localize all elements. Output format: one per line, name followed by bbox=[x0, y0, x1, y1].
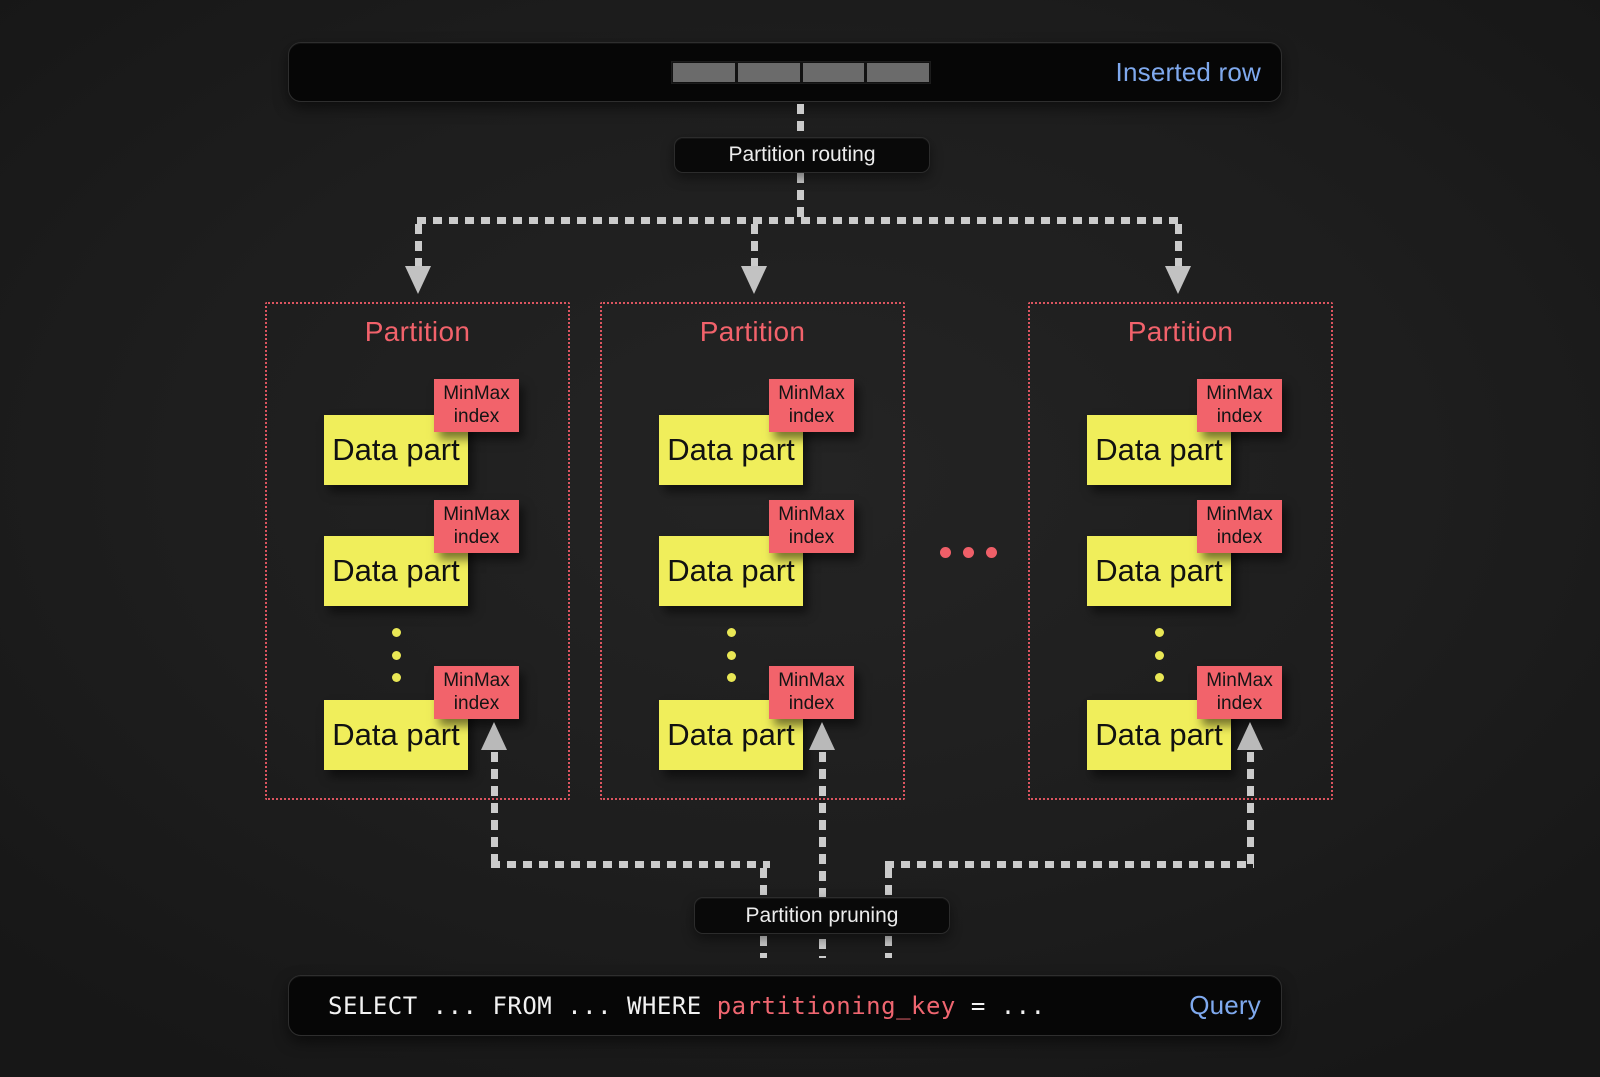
minmax-index-badge: MinMax index bbox=[1197, 379, 1282, 432]
data-part-box: Data part bbox=[1087, 536, 1231, 606]
pruning-line-right bbox=[1247, 752, 1254, 868]
more-parts-ellipsis-icon bbox=[392, 628, 401, 637]
minmax-index-badge: MinMax index bbox=[434, 500, 519, 553]
more-partitions-ellipsis-icon bbox=[963, 547, 974, 558]
query-bar: SELECT ... FROM ... WHERE partitioning_k… bbox=[288, 975, 1282, 1036]
sql-partitioning-key: partitioning_key bbox=[716, 991, 956, 1020]
more-parts-ellipsis-icon bbox=[392, 651, 401, 660]
minmax-index-badge: MinMax index bbox=[769, 500, 854, 553]
minmax-label: MinMax bbox=[778, 383, 845, 405]
minmax-index-badge: MinMax index bbox=[434, 666, 519, 719]
row-cell bbox=[802, 63, 865, 82]
minmax-label: index bbox=[453, 526, 500, 548]
pruning-line-middle bbox=[819, 752, 826, 958]
minmax-label: index bbox=[788, 692, 835, 714]
pruning-line-right bbox=[885, 861, 1254, 868]
partition-routing-label: Partition routing bbox=[674, 137, 930, 173]
partition-pruning-label: Partition pruning bbox=[694, 897, 950, 934]
query-label: Query bbox=[1189, 990, 1261, 1020]
sql-prefix: SELECT ... FROM ... WHERE bbox=[328, 991, 717, 1020]
partition-box-3: Partition MinMax index Data part MinMax … bbox=[1028, 302, 1333, 800]
arrow-down-icon bbox=[405, 266, 431, 294]
data-part-box: Data part bbox=[324, 536, 468, 606]
drop-line-left bbox=[415, 224, 422, 266]
minmax-label: MinMax bbox=[443, 670, 510, 692]
minmax-index-badge: MinMax index bbox=[434, 379, 519, 432]
inserted-row-label: Inserted row bbox=[1115, 56, 1261, 87]
row-cell bbox=[673, 63, 735, 82]
more-partitions-ellipsis-icon bbox=[940, 547, 951, 558]
minmax-index-badge: MinMax index bbox=[1197, 666, 1282, 719]
row-cells-icon bbox=[671, 61, 931, 84]
minmax-label: MinMax bbox=[778, 504, 845, 526]
more-parts-ellipsis-icon bbox=[727, 651, 736, 660]
more-partitions-ellipsis-icon bbox=[986, 547, 997, 558]
arrow-down-icon bbox=[1165, 266, 1191, 294]
row-cell bbox=[737, 63, 800, 82]
routing-connector-line bbox=[797, 104, 804, 137]
minmax-label: index bbox=[453, 405, 500, 427]
minmax-index-badge: MinMax index bbox=[1197, 500, 1282, 553]
minmax-label: MinMax bbox=[443, 504, 510, 526]
minmax-label: MinMax bbox=[1206, 504, 1273, 526]
arrow-up-icon bbox=[809, 722, 835, 750]
data-part-box: Data part bbox=[1087, 700, 1231, 770]
more-parts-ellipsis-icon bbox=[727, 673, 736, 682]
minmax-label: index bbox=[1216, 692, 1263, 714]
partition-box-2: Partition MinMax index Data part MinMax … bbox=[600, 302, 905, 800]
sql-suffix: = ... bbox=[955, 991, 1046, 1020]
inserted-row-bar: Inserted row bbox=[288, 42, 1282, 102]
minmax-label: index bbox=[1216, 526, 1263, 548]
minmax-label: index bbox=[453, 692, 500, 714]
arrow-up-icon bbox=[481, 722, 507, 750]
more-parts-ellipsis-icon bbox=[1155, 628, 1164, 637]
minmax-label: MinMax bbox=[443, 383, 510, 405]
row-cell bbox=[867, 63, 929, 82]
distribution-line bbox=[417, 217, 1178, 224]
more-parts-ellipsis-icon bbox=[392, 673, 401, 682]
minmax-label: index bbox=[1216, 405, 1263, 427]
minmax-label: MinMax bbox=[778, 670, 845, 692]
partition-title: Partition bbox=[1127, 316, 1234, 347]
pruning-line-left bbox=[491, 752, 498, 868]
more-parts-ellipsis-icon bbox=[1155, 651, 1164, 660]
arrow-down-icon bbox=[741, 266, 767, 294]
partition-box-1: Partition MinMax index Data part MinMax … bbox=[265, 302, 570, 800]
routing-connector-line bbox=[797, 173, 804, 218]
minmax-label: index bbox=[788, 526, 835, 548]
data-part-box: Data part bbox=[324, 700, 468, 770]
partition-title: Partition bbox=[364, 316, 471, 347]
minmax-label: MinMax bbox=[1206, 383, 1273, 405]
more-parts-ellipsis-icon bbox=[727, 628, 736, 637]
partition-title: Partition bbox=[699, 316, 806, 347]
drop-line-middle bbox=[751, 224, 758, 266]
drop-line-right bbox=[1175, 224, 1182, 266]
arrow-up-icon bbox=[1237, 722, 1263, 750]
sql-query-text: SELECT ... FROM ... WHERE partitioning_k… bbox=[328, 992, 1046, 1020]
pruning-line-left bbox=[491, 861, 770, 868]
minmax-label: index bbox=[788, 405, 835, 427]
minmax-index-badge: MinMax index bbox=[769, 379, 854, 432]
minmax-label: MinMax bbox=[1206, 670, 1273, 692]
minmax-index-badge: MinMax index bbox=[769, 666, 854, 719]
more-parts-ellipsis-icon bbox=[1155, 673, 1164, 682]
